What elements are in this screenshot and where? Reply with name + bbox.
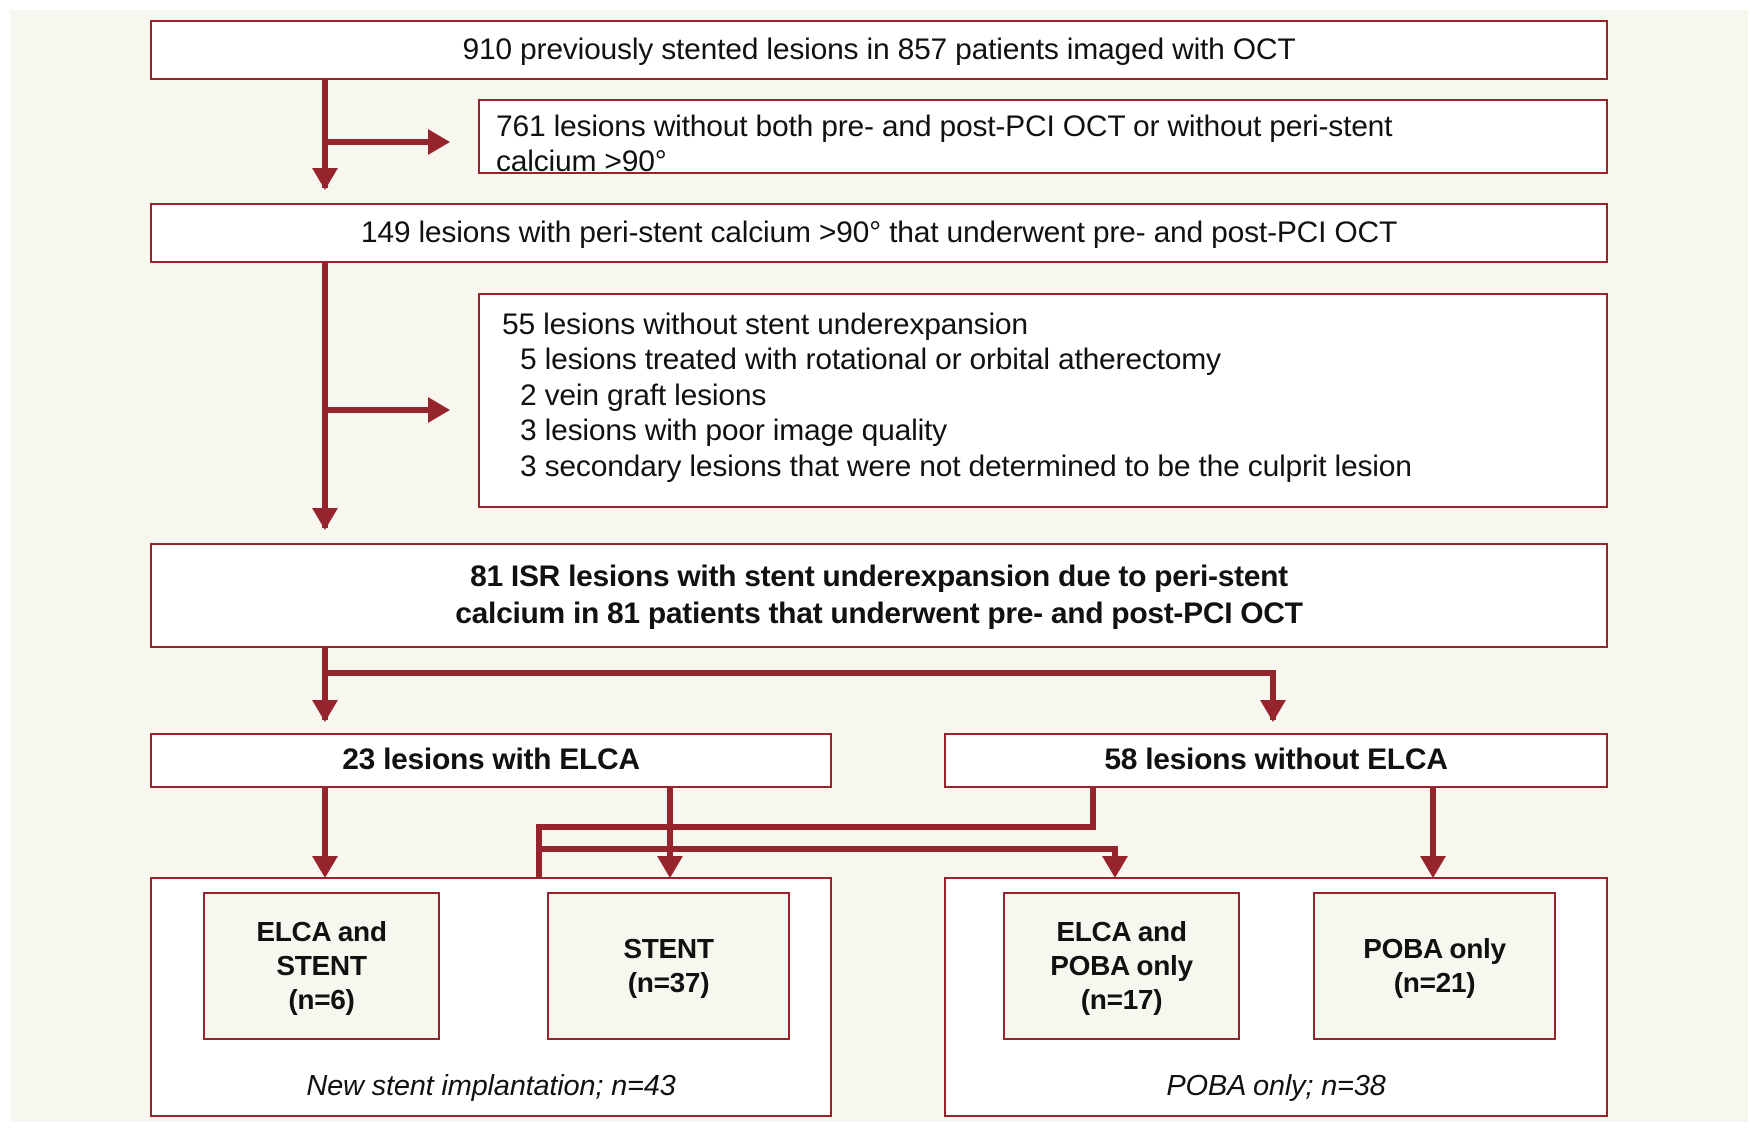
leaf-stent-line-2: (n=37) <box>627 967 710 998</box>
node-analyzed-line-2: calcium in 81 patients that underwent pr… <box>455 596 1303 630</box>
node-excluded-1-line-2: calcium >90° <box>496 145 667 179</box>
leaf-elca-and-stent-line-1: ELCA and <box>256 915 387 947</box>
node-excluded-2: 55 lesions without stent underexpansion … <box>478 293 1608 508</box>
node-enrolled-label: 910 previously stented lesions in 857 pa… <box>462 33 1296 67</box>
leaf-elca-and-poba-line-2: POBA only <box>1050 949 1193 981</box>
connector-branch-right-drop-b <box>1430 788 1436 870</box>
leaf-elca-and-poba-line-3: (n=17) <box>1080 984 1163 1016</box>
node-branch-left-label: 23 lesions with ELCA <box>342 743 640 777</box>
connector-enrolled-spine <box>322 80 328 188</box>
connector-eligible-spine <box>322 263 328 528</box>
node-excluded-2-line-5: 3 secondary lesions that were not determ… <box>520 449 1412 483</box>
connector-stent-drop-final <box>667 824 673 870</box>
connector-branch-left-drop-a <box>322 788 328 870</box>
group-left-caption: New stent implantation; n=43 <box>306 1070 676 1102</box>
connector-analyzed-drop <box>322 648 328 720</box>
leaf-elca-and-poba-line-1: ELCA and <box>1056 915 1187 947</box>
node-analyzed-line-1: 81 ISR lesions with stent underexpansion… <box>470 559 1288 593</box>
leaf-elca-and-poba-only: ELCA and POBA only (n=17) <box>1003 892 1240 1040</box>
node-enrolled: 910 previously stented lesions in 857 pa… <box>150 20 1608 80</box>
connector-exclusion-2-stub <box>322 407 432 413</box>
connector-analyzed-split-bar <box>322 670 1276 676</box>
leaf-elca-and-stent: ELCA and STENT (n=6) <box>203 892 440 1040</box>
node-branch-right-label: 58 lesions without ELCA <box>1104 743 1448 777</box>
connector-left-to-right-drop <box>536 824 542 882</box>
leaf-poba-only-line-2: (n=21) <box>1393 967 1476 998</box>
connector-left-to-poba-bar <box>536 846 1118 852</box>
arrow-to-leaf-stent <box>657 856 683 878</box>
node-excluded-2-line-4: 3 lesions with poor image quality <box>520 414 947 448</box>
leaf-poba-only: POBA only (n=21) <box>1313 892 1556 1040</box>
arrow-to-branch-left <box>312 700 338 722</box>
node-analyzed: 81 ISR lesions with stent underexpansion… <box>150 543 1608 648</box>
page-frame-left <box>0 0 10 1132</box>
connector-right-to-left-bar <box>536 824 1096 830</box>
group-right-caption: POBA only; n=38 <box>1166 1070 1386 1102</box>
page-frame-right <box>1748 0 1758 1132</box>
connector-analyzed-right-drop <box>1270 670 1276 720</box>
arrow-to-leaf-elca-stent <box>312 856 338 878</box>
node-excluded-1: 761 lesions without both pre- and post-P… <box>478 99 1608 178</box>
node-eligible: 149 lesions with peri-stent calcium >90°… <box>150 203 1608 263</box>
node-excluded-2-line-2: 5 lesions treated with rotational or orb… <box>520 343 1221 377</box>
leaf-stent-line-1: STENT <box>623 932 714 964</box>
connector-branch-right-drop-a <box>1090 788 1096 830</box>
arrow-to-exclusion-2 <box>428 397 450 423</box>
arrow-eligible-to-analyzed <box>312 508 338 530</box>
leaf-elca-and-stent-line-3: (n=6) <box>288 984 355 1016</box>
page-frame-bottom <box>0 1122 1758 1132</box>
node-excluded-2-line-1: 55 lesions without stent underexpansion <box>502 308 1028 341</box>
leaf-poba-only-line-1: POBA only <box>1363 932 1506 964</box>
connector-exclusion-1-stub <box>322 139 432 145</box>
node-excluded-2-line-3: 2 vein graft lesions <box>520 378 767 412</box>
page-frame-top <box>0 0 1758 10</box>
arrow-to-exclusion-1 <box>428 129 450 155</box>
connector-branch-left-drop-b <box>667 788 673 830</box>
leaf-elca-and-stent-line-2: STENT <box>276 949 367 981</box>
leaf-stent: STENT (n=37) <box>547 892 790 1040</box>
arrow-to-leaf-poba <box>1420 856 1446 878</box>
arrow-to-leaf-elca-poba <box>1102 856 1128 878</box>
arrow-enrolled-to-eligible <box>312 168 338 190</box>
node-branch-right: 58 lesions without ELCA <box>944 733 1608 788</box>
node-branch-left: 23 lesions with ELCA <box>150 733 832 788</box>
node-eligible-label: 149 lesions with peri-stent calcium >90°… <box>360 216 1398 250</box>
node-excluded-1-line-1: 761 lesions without both pre- and post-P… <box>496 110 1393 143</box>
arrow-to-branch-right <box>1260 700 1286 722</box>
